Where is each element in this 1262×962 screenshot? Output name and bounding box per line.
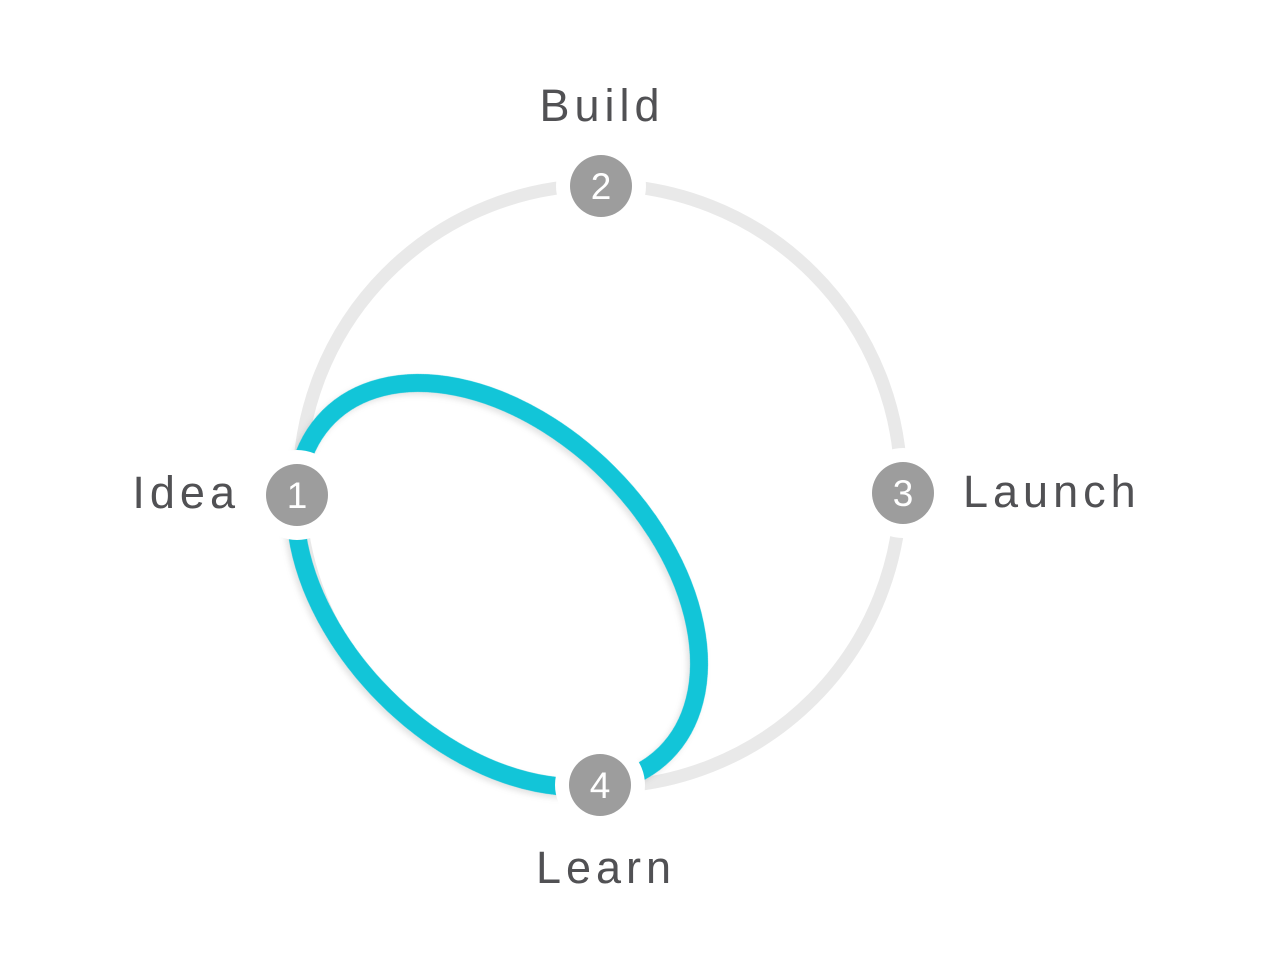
step-node-circle <box>570 155 632 217</box>
step-node-circle <box>569 754 631 816</box>
step-label-launch: Launch <box>963 466 1141 517</box>
step-node-build: 2 <box>556 141 646 231</box>
step-node-circle <box>872 462 934 524</box>
step-label-build: Build <box>539 80 664 131</box>
step-label-learn: Learn <box>536 842 676 893</box>
step-number: 4 <box>590 765 611 806</box>
step-node-idea: 1 <box>252 450 342 540</box>
step-label-idea: Idea <box>132 467 240 518</box>
step-node-launch: 3 <box>858 448 948 538</box>
step-node-learn: 4 <box>555 740 645 830</box>
step-number: 3 <box>893 473 914 514</box>
step-number: 2 <box>591 166 612 207</box>
step-number: 1 <box>287 475 308 516</box>
active-loop-ellipse <box>286 374 708 796</box>
step-node-circle <box>266 464 328 526</box>
